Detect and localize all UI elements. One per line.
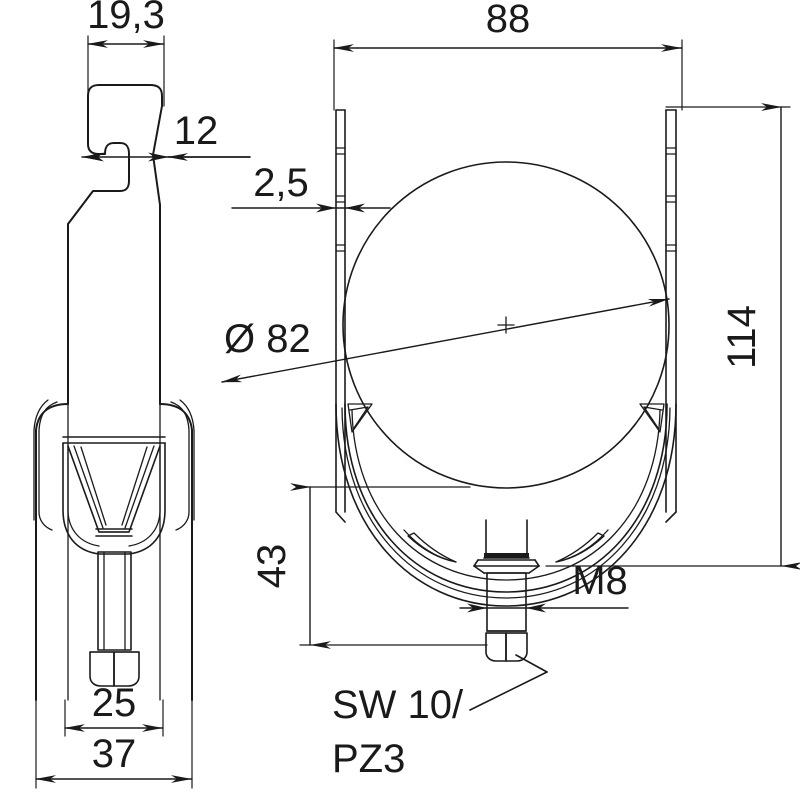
bolt-and-nut-side: [89, 551, 140, 687]
note-drive-type: SW 10/ PZ3: [332, 654, 548, 781]
note-label-pz3: PZ3: [332, 737, 405, 781]
dimension-43: 43: [250, 483, 488, 649]
center-boss: [473, 519, 540, 574]
dimension-label-19-3: 19,3: [87, 0, 165, 37]
dimension-m8: M8: [459, 559, 629, 613]
pipe-circle: [342, 161, 670, 489]
dimension-label-88: 88: [486, 0, 531, 41]
dimension-label-diameter-82: Ø 82: [224, 317, 311, 361]
dimension-label-43: 43: [250, 544, 294, 589]
rail-hook-profile: [67, 84, 163, 225]
outer-shell-profile: [33, 399, 195, 641]
dimension-label-2-5: 2,5: [253, 161, 309, 205]
lower-saddle-band: [335, 403, 677, 607]
dimension-label-25: 25: [92, 681, 137, 725]
dimension-12: 12: [81, 109, 251, 162]
dimension-label-37: 37: [92, 732, 137, 776]
dimension-37: 37: [35, 699, 193, 789]
dimension-114: 114: [545, 103, 800, 570]
dimension-2-5: 2,5: [231, 161, 391, 213]
dimension-19-3: 19,3: [87, 0, 165, 107]
dimension-label-12: 12: [174, 109, 219, 153]
v-saddle-insert: [62, 436, 166, 555]
dimension-diameter-82: Ø 82: [221, 298, 670, 383]
right-front-view: 88 2,5 Ø 82 114: [221, 0, 800, 781]
dimension-25: 25: [64, 681, 164, 737]
dimension-label-m8: M8: [572, 559, 628, 603]
body-side-walls: [67, 204, 161, 405]
dimension-label-114: 114: [720, 305, 764, 369]
note-label-sw10: SW 10/: [332, 683, 464, 727]
bolt-and-nut-front: [485, 572, 528, 662]
dimension-88: 88: [333, 0, 683, 111]
left-side-profile-view: 19,3 12 25 37: [33, 0, 251, 789]
